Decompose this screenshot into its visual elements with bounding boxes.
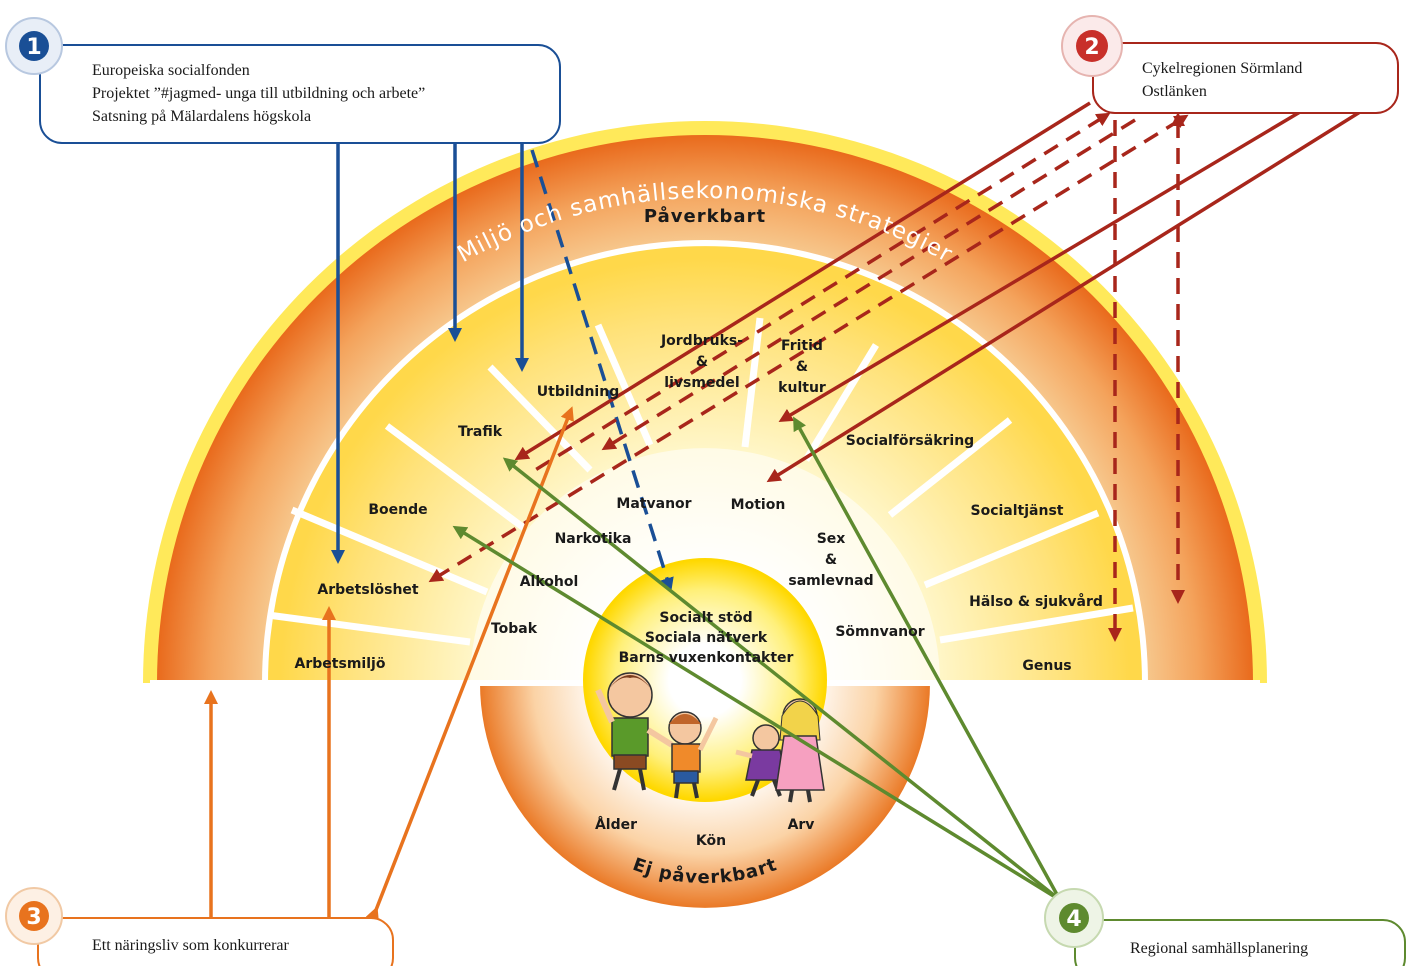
center-line-1: Socialt stöd bbox=[659, 610, 752, 626]
svg-text:samlevnad: samlevnad bbox=[788, 573, 873, 589]
svg-text:kultur: kultur bbox=[778, 380, 826, 396]
goal3-arrows bbox=[204, 406, 574, 922]
segment-arbetsloshet: Arbetslöshet bbox=[317, 582, 418, 598]
svg-text:Projektet ”#jagmed- unga till: Projektet ”#jagmed- unga till utbildning… bbox=[92, 85, 425, 102]
svg-text:4: 4 bbox=[1066, 907, 1081, 932]
segment-genus: Genus bbox=[1022, 658, 1071, 674]
segment-trafik: Trafik bbox=[458, 424, 503, 440]
segment-jordbruk: Jordbruks- & livsmedel bbox=[660, 333, 743, 391]
svg-text:Ett näringsliv som konkurrerar: Ett näringsliv som konkurrerar bbox=[92, 937, 290, 954]
det-somnvanor: Sömnvanor bbox=[835, 624, 924, 640]
svg-text:2: 2 bbox=[1084, 35, 1099, 60]
center-line-2: Sociala nätverk bbox=[645, 630, 768, 646]
svg-text:Europeiska socialfonden: Europeiska socialfonden bbox=[92, 62, 250, 79]
segment-halso: Hälso & sjukvård bbox=[969, 593, 1103, 610]
segment-arbetsmiljo: Arbetsmiljö bbox=[295, 656, 386, 672]
goal4-box: Regional samhällsplanering bbox=[1074, 919, 1406, 966]
svg-text:Cykelregionen Sörmland: Cykelregionen Sörmland bbox=[1142, 60, 1302, 77]
goal4-badge: 4 bbox=[1044, 888, 1104, 948]
det-narkotika: Narkotika bbox=[555, 531, 632, 547]
svg-text:Satsning på Mälardalens högsko: Satsning på Mälardalens högskola bbox=[92, 108, 311, 125]
top-arc-label: Påverkbart bbox=[644, 205, 766, 227]
segment-boende: Boende bbox=[368, 502, 427, 518]
segment-socialtjanst: Socialtjänst bbox=[971, 503, 1064, 519]
segment-socialforsakring: Socialförsäkring bbox=[846, 433, 974, 449]
svg-text:Ostlänken: Ostlänken bbox=[1142, 83, 1207, 100]
bottom-kon: Kön bbox=[696, 833, 726, 849]
svg-text:Fritid: Fritid bbox=[781, 338, 823, 354]
det-matvanor: Matvanor bbox=[616, 496, 691, 512]
bottom-alder: Ålder bbox=[595, 816, 637, 833]
goal2-badge: 2 bbox=[1061, 15, 1123, 77]
goal4-arrows bbox=[452, 416, 1062, 902]
goal1-badge: 1 bbox=[5, 17, 63, 75]
det-motion: Motion bbox=[731, 497, 786, 513]
bottom-arv: Arv bbox=[788, 817, 815, 833]
svg-text:1: 1 bbox=[26, 35, 41, 60]
svg-text:Regional samhällsplanering: Regional samhällsplanering bbox=[1130, 940, 1308, 957]
goal3-badge: 3 bbox=[5, 887, 63, 945]
det-alkohol: Alkohol bbox=[520, 574, 579, 590]
det-sex: Sex & samlevnad bbox=[788, 531, 873, 589]
segment-utbildning: Utbildning bbox=[537, 384, 619, 400]
goal2-box: Cykelregionen Sörmland Ostlänken bbox=[1092, 42, 1399, 114]
goal1-box: Europeiska socialfonden Projektet ”#jagm… bbox=[39, 44, 561, 144]
svg-text:3: 3 bbox=[26, 905, 41, 930]
segment-fritid: Fritid & kultur bbox=[778, 338, 826, 396]
svg-text:livsmedel: livsmedel bbox=[664, 375, 739, 391]
center-line-3: Barns vuxenkontakter bbox=[619, 650, 794, 666]
svg-text:&: & bbox=[796, 359, 808, 375]
svg-text:Jordbruks-: Jordbruks- bbox=[660, 333, 743, 349]
goal3-box: Ett näringsliv som konkurrerar bbox=[37, 917, 394, 966]
svg-text:&: & bbox=[825, 552, 837, 568]
det-tobak: Tobak bbox=[491, 621, 538, 637]
svg-text:Sex: Sex bbox=[817, 531, 846, 547]
svg-text:&: & bbox=[696, 354, 708, 370]
family-illustration bbox=[595, 672, 825, 803]
